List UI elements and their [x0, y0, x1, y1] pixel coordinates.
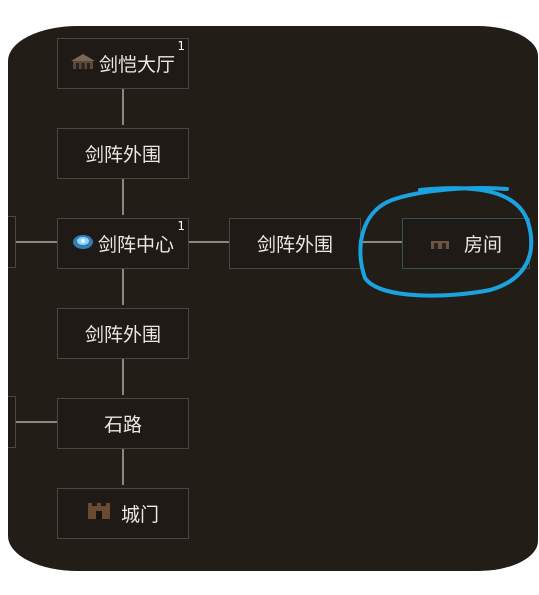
- room-node-center[interactable]: 剑阵中心 1: [57, 218, 189, 269]
- game-map: 剑恺大厅 1 剑阵外围 剑阵中心 1 剑阵外围 房间 剑阵外围: [8, 26, 538, 571]
- hall-building-icon: [70, 52, 95, 75]
- connector-line: [14, 241, 58, 243]
- room-label: 城门: [120, 504, 159, 526]
- room-label: 剑阵中心: [97, 234, 174, 256]
- connector-line: [122, 359, 124, 395]
- room-node-city-gate[interactable]: 城门: [57, 488, 189, 539]
- connector-line: [14, 421, 58, 423]
- connector-line: [188, 241, 230, 243]
- room-badge: 1: [177, 219, 185, 233]
- room-label: 剑阵外围: [84, 144, 161, 166]
- room-label: 剑恺大厅: [98, 54, 175, 76]
- room-node-outer-bottom[interactable]: 剑阵外围: [57, 308, 189, 359]
- connector-line: [122, 449, 124, 485]
- city-gate-icon: [87, 502, 111, 525]
- room-badge: 1: [177, 39, 185, 53]
- room-label: 剑阵外围: [256, 234, 333, 256]
- blue-swirl-icon: [72, 231, 94, 256]
- room-node-outer-top[interactable]: 剑阵外围: [57, 128, 189, 179]
- connector-line: [122, 179, 124, 215]
- room-label: 石路: [103, 414, 142, 436]
- connector-line: [361, 241, 403, 243]
- offscreen-room-stub[interactable]: [8, 396, 16, 448]
- room-node-hall[interactable]: 剑恺大厅 1: [57, 38, 189, 89]
- room-node-room[interactable]: 房间: [402, 218, 530, 269]
- room-node-outer-right[interactable]: 剑阵外围: [229, 218, 361, 269]
- room-label: 剑阵外围: [84, 324, 161, 346]
- room-icon: [430, 233, 450, 255]
- offscreen-room-stub[interactable]: [8, 216, 16, 268]
- connector-line: [122, 269, 124, 305]
- room-node-stone-road[interactable]: 石路: [57, 398, 189, 449]
- room-label: 房间: [463, 234, 502, 256]
- connector-line: [122, 89, 124, 125]
